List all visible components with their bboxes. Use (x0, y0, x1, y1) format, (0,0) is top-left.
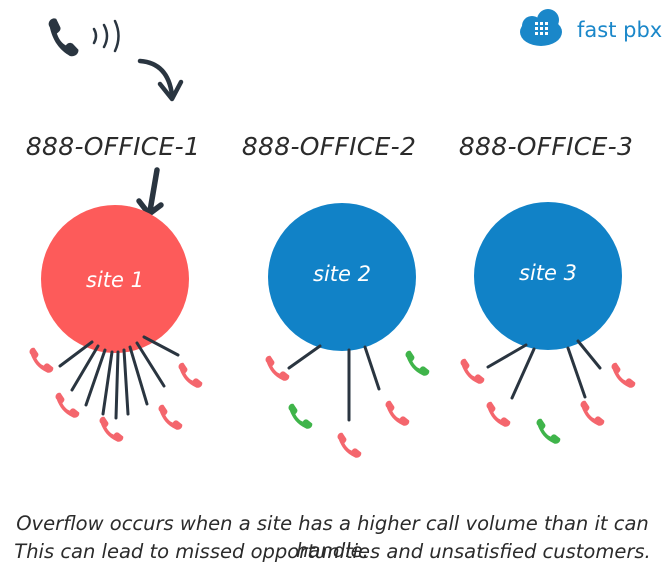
office-number-2: 888-OFFICE-2 (242, 132, 416, 161)
site-3-arrows (486, 339, 602, 400)
site-2-circle (268, 203, 416, 351)
routing-arrow (136, 167, 164, 217)
cloud-phone-logo-icon (520, 9, 562, 46)
red-phone-icon (580, 400, 605, 426)
red-phone-icon (55, 392, 80, 418)
incoming-curved-arrow (137, 58, 184, 102)
site-3-circle (474, 202, 622, 350)
ringing-phone-icon (44, 17, 120, 58)
brand-name: fast pbx (577, 18, 662, 42)
red-phone-icon (29, 347, 54, 373)
red-phone-icon (99, 416, 124, 442)
site-1-overflow-arrows (58, 335, 180, 420)
site-1-label: site 1 (86, 268, 144, 292)
red-phone-icon (611, 362, 636, 388)
red-phone-icon (178, 362, 203, 388)
red-phone-icon (460, 358, 485, 384)
caption-line-1: Overflow occurs when a site has a higher… (16, 512, 649, 562)
site-3-calls (460, 358, 636, 444)
red-phone-icon (385, 400, 410, 426)
red-phone-icon (265, 355, 290, 381)
site-2-arrows (287, 344, 381, 422)
green-phone-icon (536, 418, 561, 444)
red-phone-icon (486, 401, 511, 427)
site-1-circle (41, 205, 189, 353)
red-phone-icon (337, 432, 362, 458)
brand-logo: fast pbx (520, 9, 662, 46)
office-number-1: 888-OFFICE-1 (26, 132, 200, 161)
site-2-label: site 2 (313, 262, 371, 286)
site-3-label: site 3 (519, 261, 577, 285)
office-number-3: 888-OFFICE-3 (459, 132, 633, 161)
red-phone-icon (158, 404, 183, 430)
green-phone-icon (405, 350, 430, 376)
caption-line-2: This can lead to missed opportunities an… (14, 540, 651, 563)
green-phone-icon (288, 403, 313, 429)
